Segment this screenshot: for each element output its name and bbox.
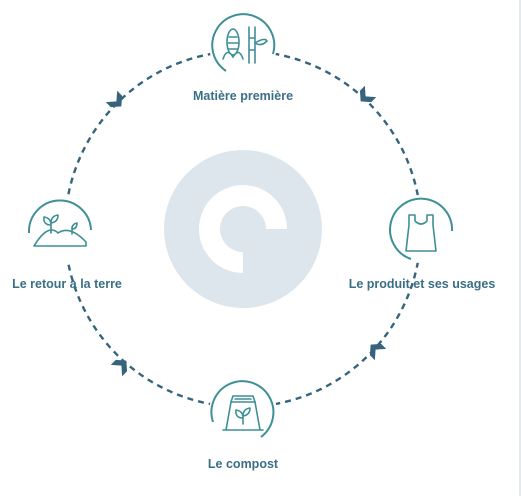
compost-bin-icon	[222, 395, 264, 431]
stage-label-retour: Le retour à la terre	[12, 277, 122, 291]
arrow-head-icon	[359, 85, 377, 103]
icon-backdrop	[387, 195, 455, 263]
arrow-top-left	[105, 90, 123, 108]
c-logo-icon	[199, 185, 287, 273]
stage-compost	[209, 378, 277, 446]
icon-arc	[389, 197, 454, 260]
center-logo	[164, 150, 322, 308]
arrow-bottom-left	[110, 359, 128, 377]
icon-arc	[211, 13, 276, 72]
arrow-bottom-right	[369, 343, 387, 361]
arrow-top-right	[359, 85, 377, 103]
arrow-head-icon	[110, 359, 128, 377]
arrow-head-icon	[105, 90, 123, 108]
stage-retour	[26, 195, 94, 263]
stage-produit	[387, 195, 455, 263]
center-disc	[164, 150, 322, 308]
stage-label-produit: Le produit et ses usages	[348, 277, 496, 291]
stage-label-compost: Le compost	[207, 457, 279, 471]
corn-bamboo-icon	[222, 26, 268, 64]
soil-sprout-icon	[33, 214, 87, 247]
arrow-head-icon	[369, 343, 387, 361]
icon-arc	[27, 199, 92, 234]
icon-arc	[210, 380, 275, 438]
stage-label-matiere: Matière première	[192, 89, 294, 103]
icon-backdrop	[26, 195, 94, 263]
icon-backdrop	[209, 11, 277, 79]
shopping-bag-icon	[405, 214, 437, 252]
stage-matiere	[209, 11, 277, 79]
right-border	[519, 0, 521, 496]
